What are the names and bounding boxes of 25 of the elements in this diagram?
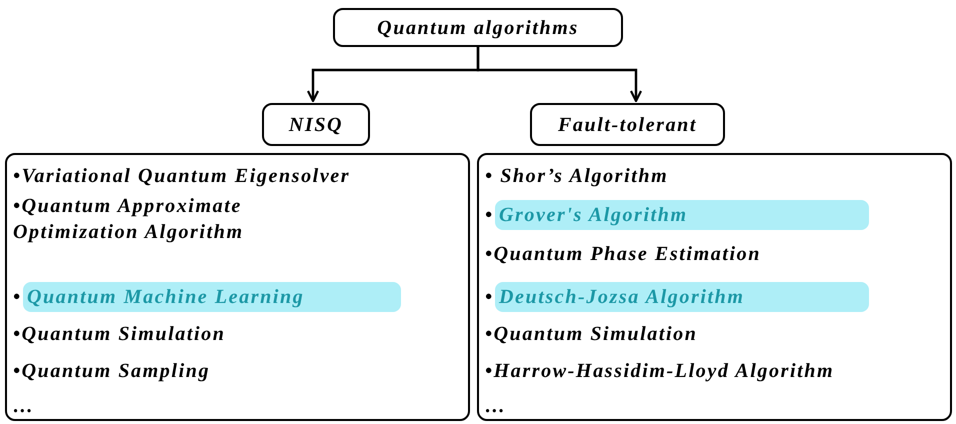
box-title: Fault-tolerant xyxy=(556,112,698,138)
highlighted-item: Deutsch-Jozsa Algorithm xyxy=(499,285,745,310)
bullet: • xyxy=(13,285,22,310)
list-item: … xyxy=(13,394,35,419)
list-item: … xyxy=(485,394,507,419)
rounded-box xyxy=(530,103,725,146)
list-item: •Variational Quantum Eigensolver xyxy=(13,164,350,189)
list-panel xyxy=(5,153,470,421)
box-title: Quantum algorithms xyxy=(376,16,580,40)
highlighted-item: Quantum Machine Learning xyxy=(27,285,304,310)
list-item: •Quantum Phase Estimation xyxy=(485,242,761,267)
list-item: •Quantum Simulation xyxy=(485,322,698,347)
rounded-box xyxy=(262,103,370,146)
arrow xyxy=(476,47,642,102)
list-item: •Quantum Simulation xyxy=(13,322,226,347)
bullet: • xyxy=(485,203,494,228)
highlighted-item: Grover's Algorithm xyxy=(499,203,688,228)
rounded-box xyxy=(333,8,623,47)
list-item: •Harrow-Hassidim-Lloyd Algorithm xyxy=(485,359,834,384)
list-item: •Quantum Approximate Optimization Algorithm xyxy=(13,194,245,245)
list-panel xyxy=(477,153,952,421)
list-item: •Quantum Sampling xyxy=(13,359,210,384)
bullet: • xyxy=(485,285,494,310)
box-title: NISQ xyxy=(288,112,344,138)
list-item: • Shor’s Algorithm xyxy=(485,164,668,189)
